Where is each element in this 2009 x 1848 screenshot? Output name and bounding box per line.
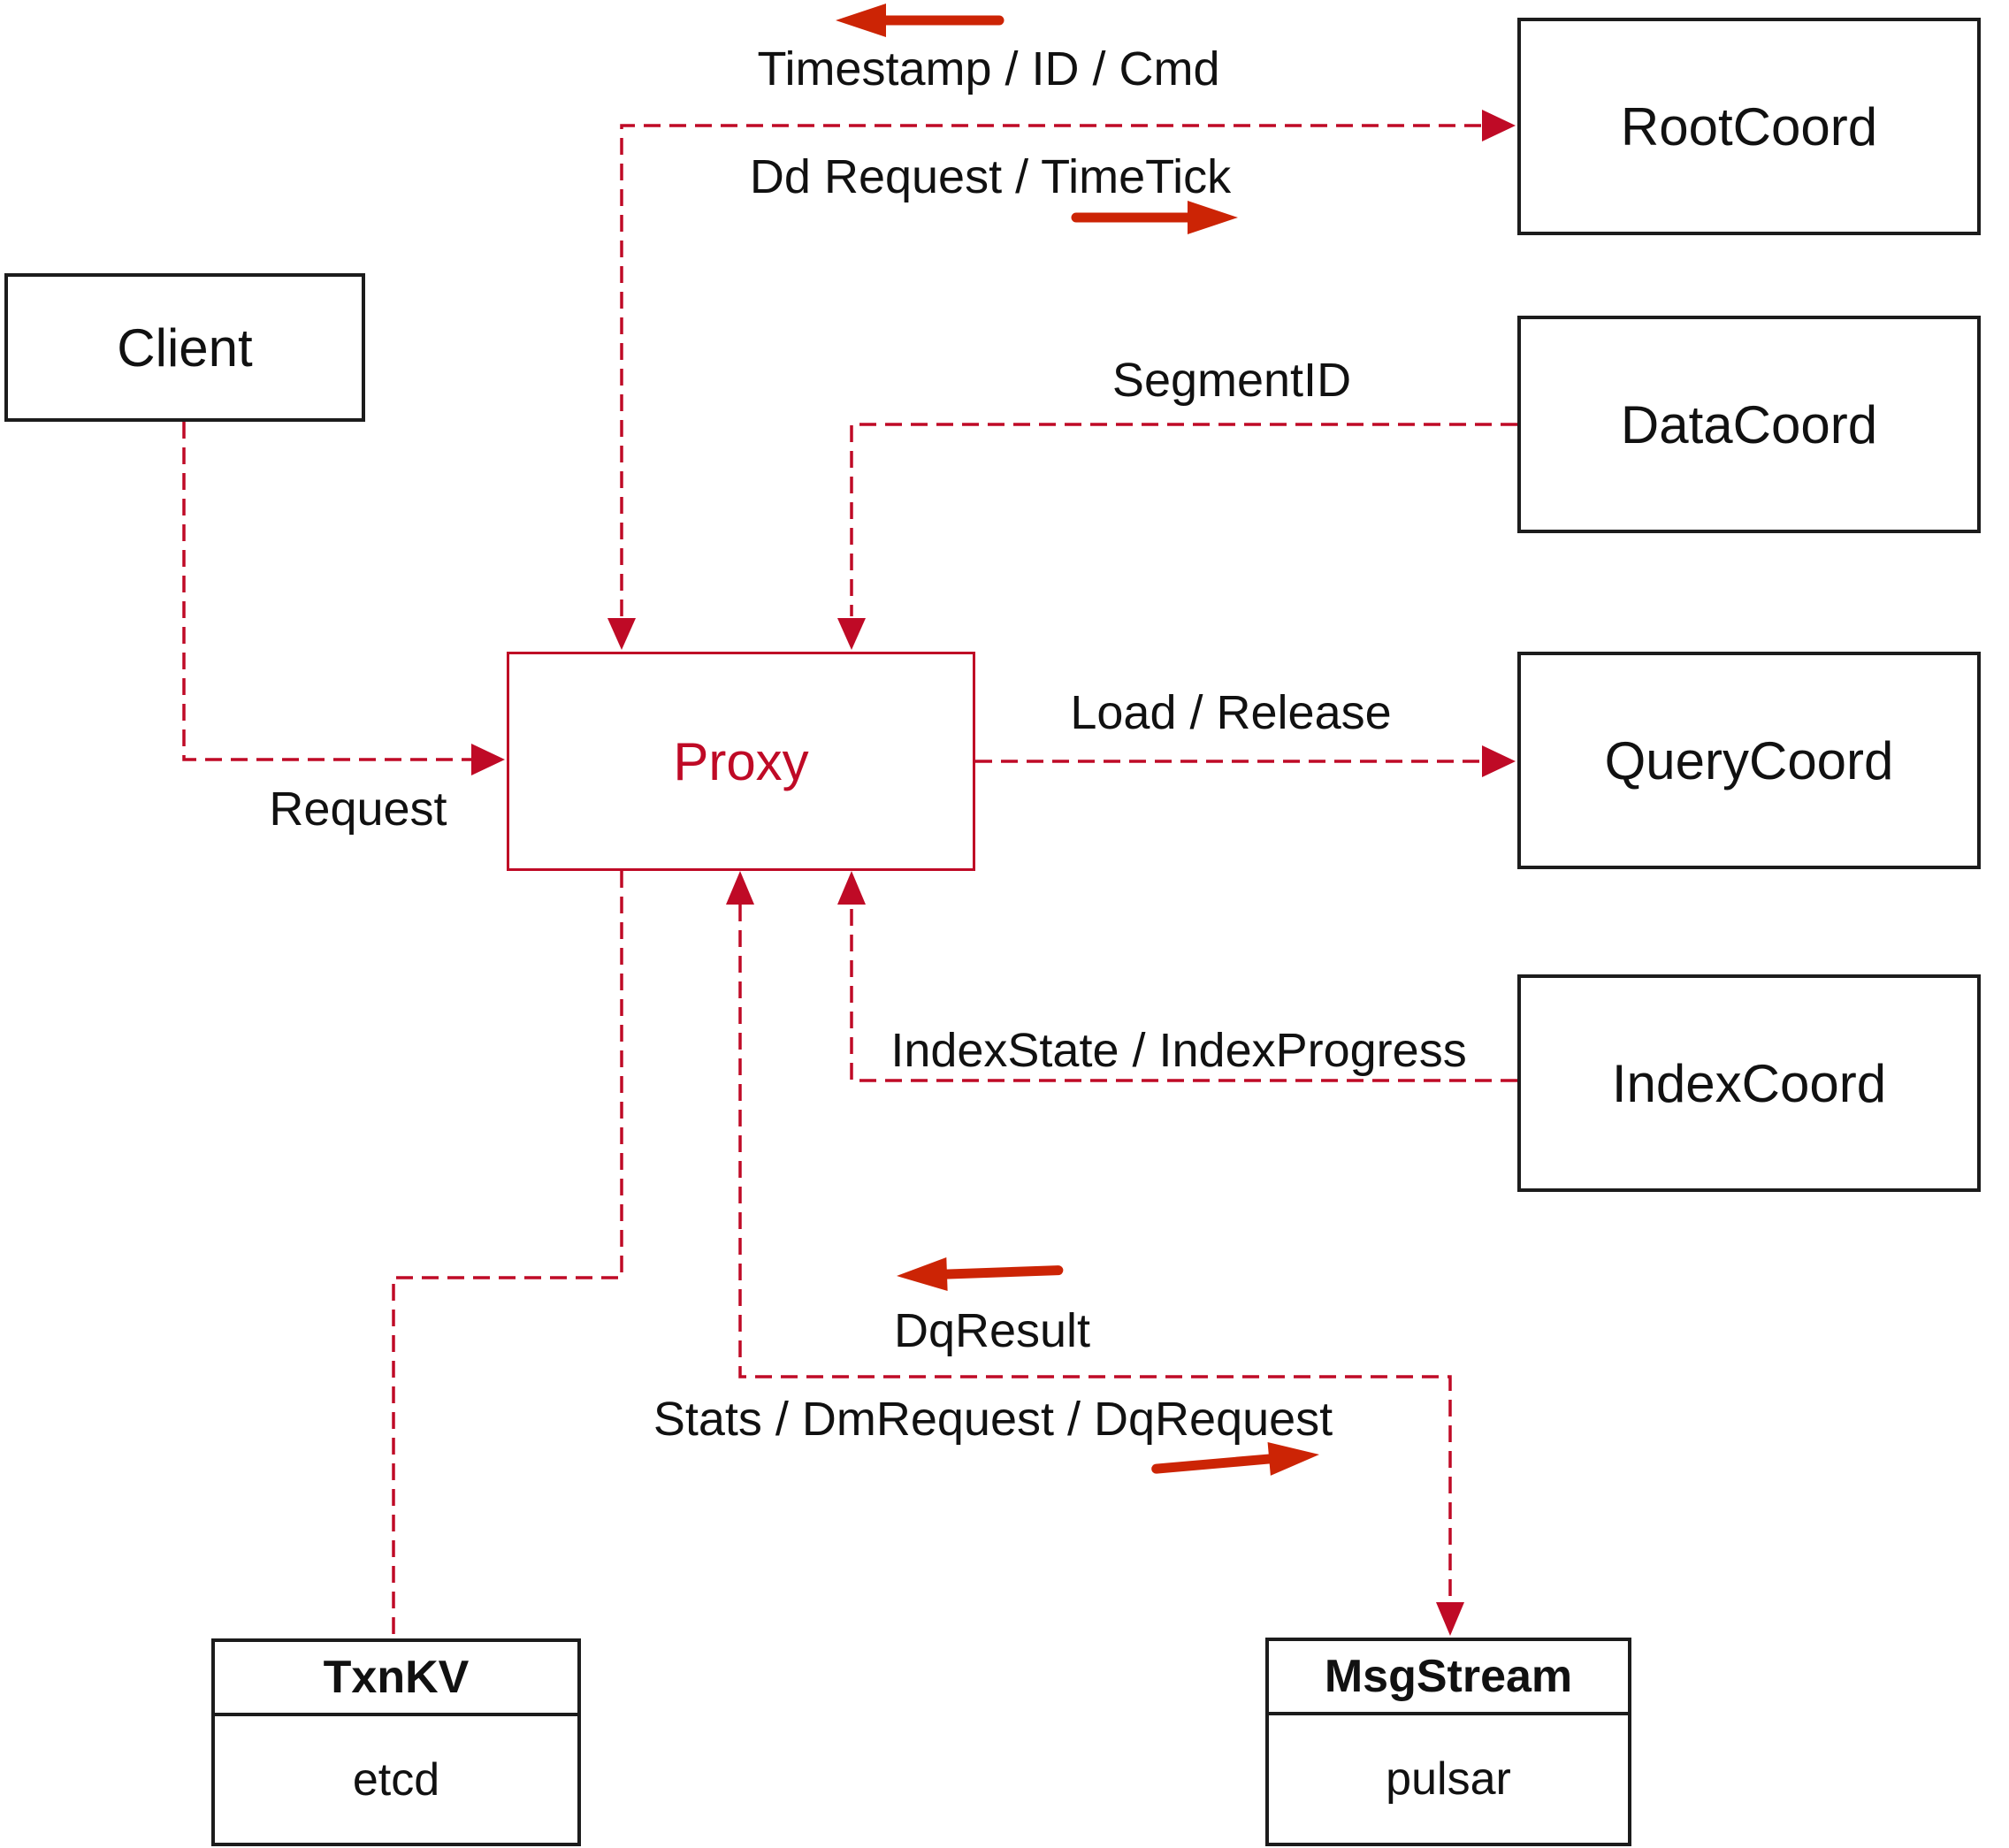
- edge-proxy-to-txnkv: [392, 871, 623, 1637]
- node-txnkv: TxnKV etcd: [211, 1638, 581, 1846]
- timestamp-direction-left-arrow-icon: [836, 4, 1004, 37]
- edge-proxy-msgstream: [726, 871, 1464, 1636]
- arrowhead-into-proxy-left: [471, 744, 505, 775]
- node-proxy-label: Proxy: [673, 731, 809, 791]
- node-datacoord: DataCoord: [1517, 316, 1981, 533]
- node-txnkv-title: TxnKV: [215, 1642, 577, 1716]
- arrowhead-into-proxy-bottom-right: [837, 871, 866, 905]
- arrowhead-into-proxy-top-right: [837, 618, 866, 650]
- node-datacoord-label: DataCoord: [1620, 394, 1878, 454]
- node-indexcoord: IndexCoord: [1517, 974, 1981, 1192]
- edge-label-timestamp-id-cmd: Timestamp / ID / Cmd: [757, 42, 1220, 95]
- edge-datacoord-to-proxy: [837, 423, 1517, 650]
- node-querycoord: QueryCoord: [1517, 652, 1981, 869]
- edge-label-stats-dmrequest-dqrequest: Stats / DmRequest / DqRequest: [653, 1393, 1333, 1446]
- arrowhead-into-proxy-bottom-left: [726, 871, 754, 905]
- node-client: Client: [4, 273, 365, 422]
- arrowhead-into-proxy-top-left: [607, 618, 636, 650]
- edge-client-to-proxy: [182, 422, 505, 775]
- arrowhead-into-msgstream: [1436, 1602, 1464, 1636]
- node-txnkv-subtitle: etcd: [352, 1753, 440, 1806]
- arrowhead-into-querycoord: [1482, 745, 1516, 777]
- node-indexcoord-label: IndexCoord: [1611, 1053, 1887, 1113]
- edge-label-dqresult: DqResult: [893, 1304, 1091, 1357]
- dd-request-direction-right-arrow-icon: [1071, 201, 1238, 234]
- node-proxy: Proxy: [507, 652, 975, 871]
- edge-label-segmentid: SegmentID: [1111, 354, 1352, 407]
- dqresult-direction-left-arrow-icon: [897, 1257, 1064, 1291]
- node-msgstream-subtitle: pulsar: [1386, 1753, 1511, 1805]
- edge-label-indexstate-indexprogress: IndexState / IndexProgress: [890, 1024, 1467, 1077]
- edge-proxy-to-querycoord: [975, 745, 1516, 777]
- edge-label-request: Request: [269, 783, 447, 836]
- edge-label-load-release: Load / Release: [1070, 686, 1392, 739]
- arrowhead-into-rootcoord: [1482, 110, 1516, 141]
- node-querycoord-label: QueryCoord: [1604, 730, 1894, 790]
- edge-label-dd-request-timetick: Dd Request / TimeTick: [749, 150, 1232, 203]
- node-rootcoord-label: RootCoord: [1620, 96, 1878, 157]
- node-rootcoord: RootCoord: [1517, 18, 1981, 235]
- node-msgstream: MsgStream pulsar: [1265, 1638, 1631, 1846]
- node-client-label: Client: [117, 317, 253, 378]
- node-msgstream-title: MsgStream: [1269, 1641, 1628, 1715]
